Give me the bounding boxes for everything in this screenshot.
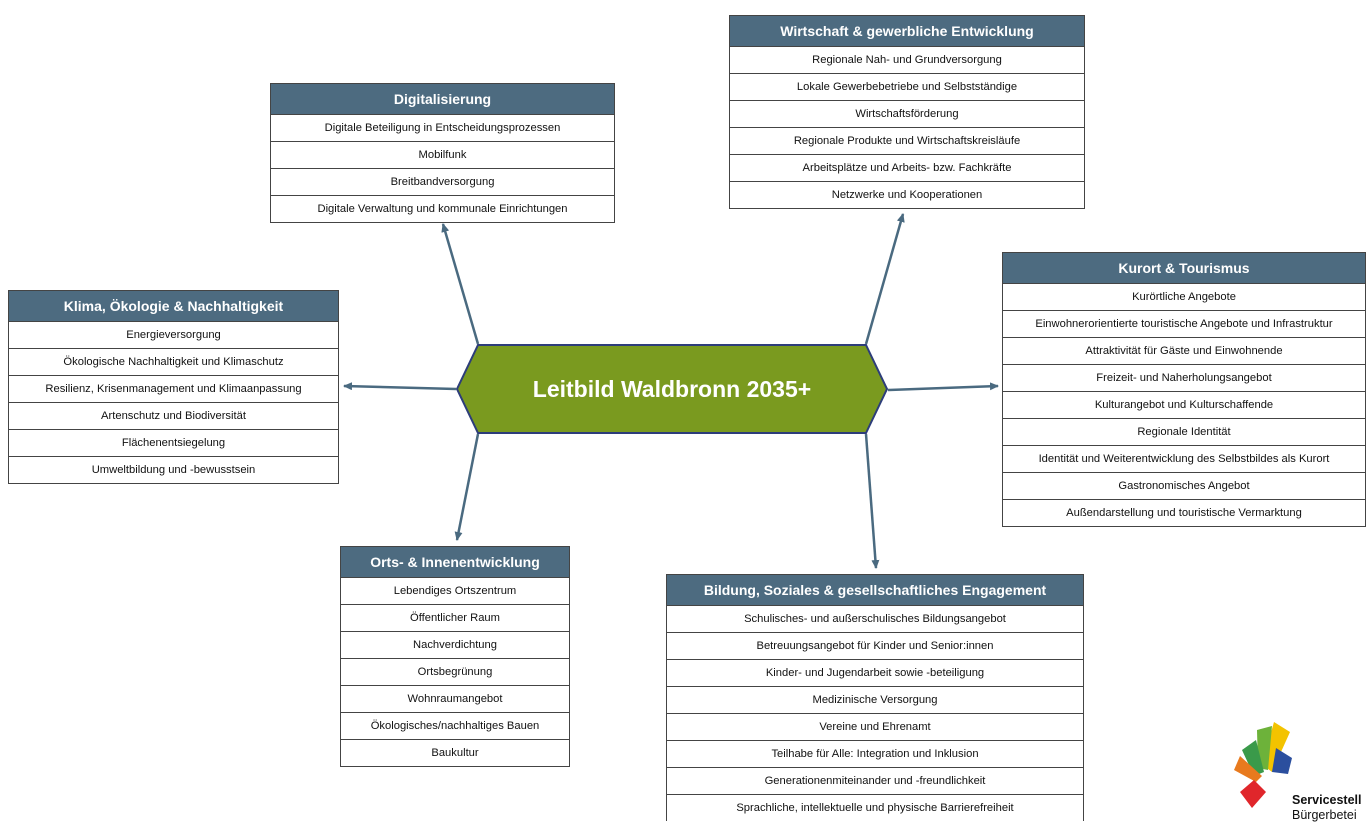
list-item: Kurörtliche Angebote	[1003, 284, 1365, 311]
list-item: Ökologische Nachhaltigkeit und Klimaschu…	[9, 349, 338, 376]
servicestelle-logo: Servicestell Bürgerbetei	[1232, 722, 1366, 822]
list-item: Sprachliche, intellektuelle und physisch…	[736, 802, 1014, 814]
center-hexagon	[456, 344, 888, 434]
digitalisierung-box: Digitalisierung Digitale Beteiligung in …	[270, 83, 615, 223]
list-item: Attraktivität für Gäste und Einwohnende	[1003, 338, 1365, 365]
klima-box: Klima, Ökologie & Nachhaltigkeit Energie…	[8, 290, 339, 484]
list-item: Artenschutz und Biodiversität	[9, 403, 338, 430]
list-item: Medizinische Versorgung	[667, 687, 1083, 714]
list-item: Öffentlicher Raum	[341, 605, 569, 632]
list-item: Breitbandversorgung	[271, 169, 614, 196]
arrow-to-wirtschaft	[864, 213, 905, 345]
list-item: Einwohnerorientierte touristische Angebo…	[1003, 311, 1365, 338]
list-item: Mobilfunk	[271, 142, 614, 169]
list-item: Regionale Nah- und Grundversorgung	[730, 47, 1084, 74]
list-item: Außendarstellung und touristische Vermar…	[1066, 507, 1302, 519]
box-header: Digitalisierung	[271, 84, 614, 115]
list-item: Vereine und Ehrenamt	[667, 714, 1083, 741]
list-item: Kulturangebot und Kulturschaffende	[1003, 392, 1365, 419]
list-item: Ortsbegrünung	[341, 659, 569, 686]
list-item: Baukultur	[431, 747, 479, 759]
box-header: Kurort & Tourismus	[1003, 253, 1365, 284]
list-item: Umweltbildung und -bewusstsein	[91, 464, 256, 476]
list-item: Wirtschaftsförderung	[730, 101, 1084, 128]
list-item: Ökologisches/nachhaltiges Bauen	[341, 713, 569, 740]
list-item: Schulisches- und außerschulisches Bildun…	[667, 606, 1083, 633]
list-item: Netzwerke und Kooperationen	[831, 189, 983, 201]
logo-line-1: Servicestell	[1292, 793, 1362, 807]
list-item: Digitale Verwaltung und kommunale Einric…	[317, 203, 568, 215]
logo-fan-icon	[1234, 722, 1292, 808]
list-item: Identität und Weiterentwicklung des Selb…	[1003, 446, 1365, 473]
list-item: Wohnraumangebot	[341, 686, 569, 713]
list-item: Gastronomisches Angebot	[1003, 473, 1365, 500]
center-title: Leitbild Waldbronn 2035+	[532, 376, 812, 402]
orts-box: Orts- & Innenentwicklung Lebendiges Orts…	[340, 546, 570, 767]
list-item: Lokale Gewerbebetriebe und Selbstständig…	[730, 74, 1084, 101]
list-item: Lebendiges Ortszentrum	[341, 578, 569, 605]
list-item: Nachverdichtung	[341, 632, 569, 659]
list-item: Kinder- und Jugendarbeit sowie -beteilig…	[667, 660, 1083, 687]
wirtschaft-box: Wirtschaft & gewerbliche Entwicklung Reg…	[729, 15, 1085, 209]
logo-line-2: Bürgerbetei	[1292, 808, 1357, 822]
arrow-to-digitalisierung	[441, 223, 480, 345]
list-item: Generationenmiteinander und -freundlichk…	[667, 768, 1083, 795]
list-item: Regionale Produkte und Wirtschaftskreisl…	[730, 128, 1084, 155]
box-header: Wirtschaft & gewerbliche Entwicklung	[730, 16, 1084, 47]
box-header: Bildung, Soziales & gesellschaftliches E…	[667, 575, 1083, 606]
list-item: Regionale Identität	[1003, 419, 1365, 446]
bildung-box: Bildung, Soziales & gesellschaftliches E…	[666, 574, 1084, 821]
list-item: Energieversorgung	[9, 322, 338, 349]
center-node: Leitbild Waldbronn 2035+	[456, 344, 888, 434]
arrow-to-orts	[454, 433, 480, 541]
list-item: Arbeitsplätze und Arbeits- bzw. Fachkräf…	[730, 155, 1084, 182]
list-item: Teilhabe für Alle: Integration und Inklu…	[667, 741, 1083, 768]
arrow-to-kurort	[887, 382, 999, 392]
list-item: Resilienz, Krisenmanagement und Klimaanp…	[9, 376, 338, 403]
arrow-to-bildung	[864, 433, 880, 569]
list-item: Digitale Beteiligung in Entscheidungspro…	[271, 115, 614, 142]
list-item: Freizeit- und Naherholungsangebot	[1003, 365, 1365, 392]
box-header: Klima, Ökologie & Nachhaltigkeit	[9, 291, 338, 322]
list-item: Betreuungsangebot für Kinder und Senior:…	[667, 633, 1083, 660]
list-item: Flächenentsiegelung	[9, 430, 338, 457]
arrow-to-klima	[343, 382, 457, 391]
box-header: Orts- & Innenentwicklung	[341, 547, 569, 578]
